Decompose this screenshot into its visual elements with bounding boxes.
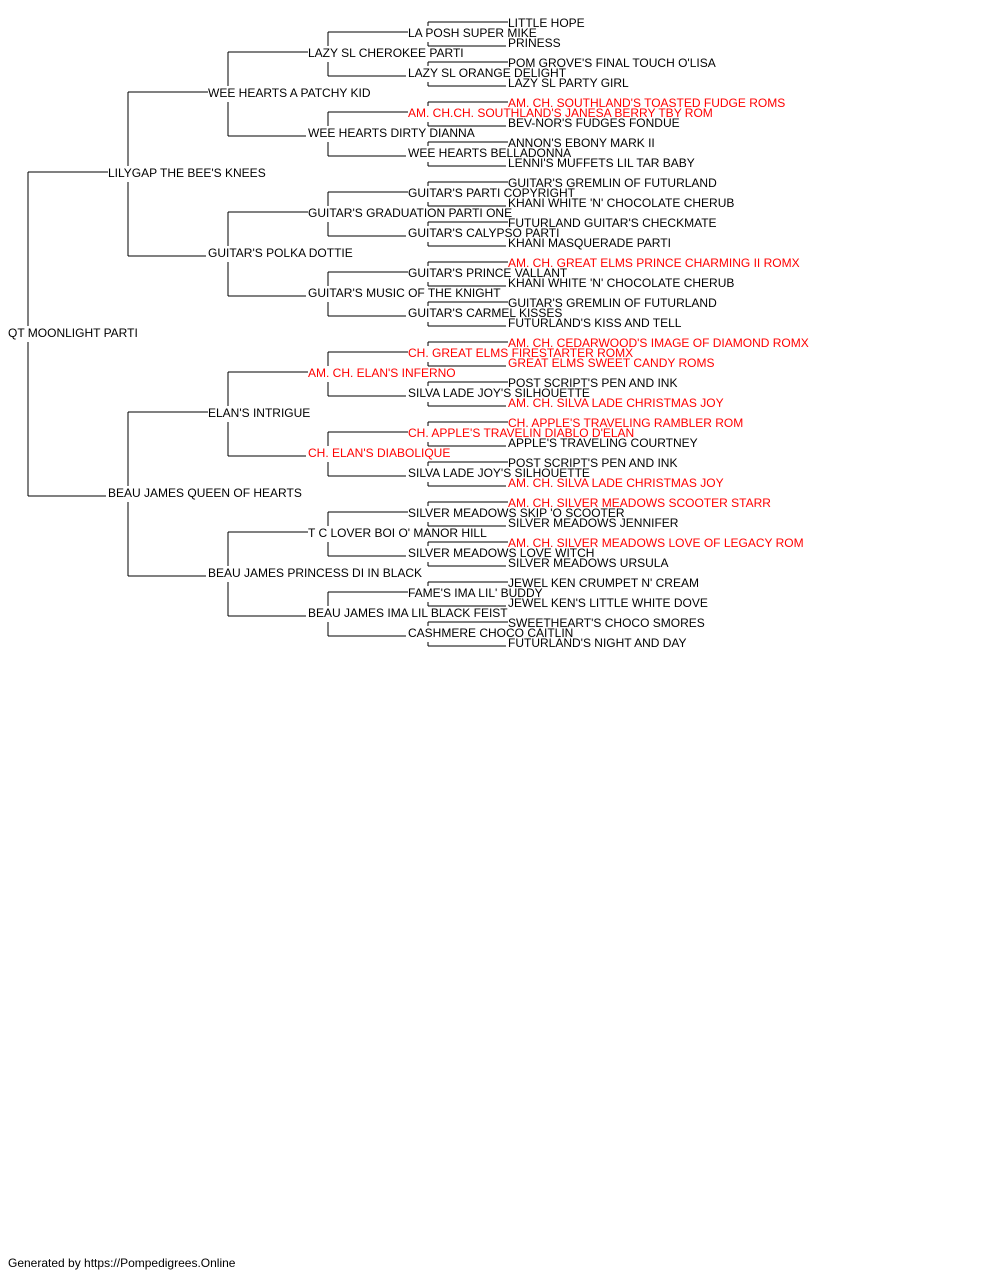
ancestor-name[interactable]: KHANI WHITE 'N' CHOCOLATE CHERUB (508, 196, 734, 210)
ancestor-name[interactable]: LILYGAP THE BEE'S KNEES (108, 166, 266, 180)
ancestor-name[interactable]: SWEETHEART'S CHOCO SMORES (508, 616, 705, 630)
ancestor-name[interactable]: GUITAR'S MUSIC OF THE KNIGHT (308, 286, 501, 300)
ancestor-name[interactable]: CASHMERE CHOCO CAITLIN (408, 626, 573, 640)
ancestor-name[interactable]: GUITAR'S CARMEL KISSES (408, 306, 562, 320)
ancestor-name[interactable]: BEAU JAMES IMA LIL BLACK FEIST (308, 606, 508, 620)
ancestor-name[interactable]: CH. ELAN'S DIABOLIQUE (308, 446, 450, 460)
ancestor-name[interactable]: LENNI'S MUFFETS LIL TAR BABY (508, 156, 695, 170)
ancestor-name[interactable]: POST SCRIPT'S PEN AND INK (508, 376, 677, 390)
ancestor-name[interactable]: AM. CH. ELAN'S INFERNO (308, 366, 456, 380)
ancestor-name[interactable]: GUITAR'S CALYPSO PARTI (408, 226, 559, 240)
ancestor-name[interactable]: AM. CH. SILVER MEADOWS LOVE OF LEGACY RO… (508, 536, 804, 550)
ancestor-name[interactable]: AM. CH.CH. SOUTHLAND'S JANESA BERRY TBY … (408, 106, 713, 120)
ancestor-name[interactable]: KHANI WHITE 'N' CHOCOLATE CHERUB (508, 276, 734, 290)
ancestor-name[interactable]: AM. CH. SILVER MEADOWS SCOOTER STARR (508, 496, 771, 510)
ancestor-name[interactable]: AM. CH. SOUTHLAND'S TOASTED FUDGE ROMS (508, 96, 785, 110)
ancestor-name[interactable]: ELAN'S INTRIGUE (208, 406, 310, 420)
subject-name[interactable]: QT MOONLIGHT PARTI (8, 326, 138, 340)
ancestor-name[interactable]: FUTURLAND'S KISS AND TELL (508, 316, 682, 330)
ancestor-name[interactable]: FUTURLAND'S NIGHT AND DAY (508, 636, 687, 650)
ancestor-name[interactable]: JEWEL KEN'S LITTLE WHITE DOVE (508, 596, 708, 610)
ancestor-name[interactable]: APPLE'S TRAVELING COURTNEY (508, 436, 698, 450)
ancestor-name[interactable]: GUITAR'S GRADUATION PARTI ONE (308, 206, 512, 220)
ancestor-name[interactable]: GREAT ELMS SWEET CANDY ROMS (508, 356, 714, 370)
ancestor-name[interactable]: WEE HEARTS DIRTY DIANNA (308, 126, 475, 140)
ancestor-name[interactable]: GUITAR'S GREMLIN OF FUTURLAND (508, 176, 717, 190)
ancestor-name[interactable]: GUITAR'S POLKA DOTTIE (208, 246, 353, 260)
ancestor-name[interactable]: JEWEL KEN CRUMPET N' CREAM (508, 576, 699, 590)
ancestor-name[interactable]: BEV-NOR'S FUDGES FONDUE (508, 116, 680, 130)
ancestor-name[interactable]: LITTLE HOPE (508, 16, 585, 30)
ancestor-name[interactable]: PRINESS (508, 36, 561, 50)
ancestor-name[interactable]: FAME'S IMA LIL' BUDDY (408, 586, 543, 600)
ancestor-name[interactable]: ANNON'S EBONY MARK II (508, 136, 655, 150)
ancestor-name[interactable]: WEE HEARTS A PATCHY KID (208, 86, 371, 100)
ancestor-name[interactable]: SILVER MEADOWS JENNIFER (508, 516, 679, 530)
ancestor-name[interactable]: LAZY SL ORANGE DELIGHT (408, 66, 567, 80)
ancestor-name[interactable]: POST SCRIPT'S PEN AND INK (508, 456, 677, 470)
ancestor-name[interactable]: BEAU JAMES QUEEN OF HEARTS (108, 486, 302, 500)
ancestor-name[interactable]: GUITAR'S GREMLIN OF FUTURLAND (508, 296, 717, 310)
ancestor-name[interactable]: SILVER MEADOWS SKIP 'O SCOOTER (408, 506, 625, 520)
ancestor-name[interactable]: WEE HEARTS BELLADONNA (408, 146, 571, 160)
ancestor-name[interactable]: SILVA LADE JOY'S SILHOUETTE (408, 386, 590, 400)
ancestor-name[interactable]: SILVER MEADOWS LOVE WITCH (408, 546, 594, 560)
ancestor-name[interactable]: CH. APPLE'S TRAVELIN DIABLO D'ELAN (408, 426, 634, 440)
ancestor-name[interactable]: POM GROVE'S FINAL TOUCH O'LISA (508, 56, 716, 70)
ancestor-name[interactable]: AM. CH. CEDARWOOD'S IMAGE OF DIAMOND ROM… (508, 336, 809, 350)
ancestor-name[interactable]: AM. CH. SILVA LADE CHRISTMAS JOY (508, 476, 724, 490)
ancestor-name[interactable]: T C LOVER BOI O' MANOR HILL (308, 526, 487, 540)
ancestor-name[interactable]: BEAU JAMES PRINCESS DI IN BLACK (208, 566, 422, 580)
ancestor-name[interactable]: CH. GREAT ELMS FIRESTARTER ROMX (408, 346, 633, 360)
ancestor-name[interactable]: AM. CH. SILVA LADE CHRISTMAS JOY (508, 396, 724, 410)
ancestor-name[interactable]: LA POSH SUPER MIKE (408, 26, 537, 40)
ancestor-name[interactable]: FUTURLAND GUITAR'S CHECKMATE (508, 216, 717, 230)
ancestor-name[interactable]: CH. APPLE'S TRAVELING RAMBLER ROM (508, 416, 743, 430)
ancestor-name[interactable]: SILVA LADE JOY'S SILHOUETTE (408, 466, 590, 480)
ancestor-name[interactable]: KHANI MASQUERADE PARTI (508, 236, 671, 250)
ancestor-name[interactable]: SILVER MEADOWS URSULA (508, 556, 668, 570)
ancestor-name[interactable]: AM. CH. GREAT ELMS PRINCE CHARMING II RO… (508, 256, 800, 270)
ancestor-name[interactable]: LAZY SL CHEROKEE PARTI (308, 46, 464, 60)
ancestor-name[interactable]: GUITAR'S PARTI COPYRIGHT (408, 186, 576, 200)
ancestor-name[interactable]: LAZY SL PARTY GIRL (508, 76, 629, 90)
footer-credit[interactable]: Generated by https://Pompedigrees.Online (8, 1256, 236, 1270)
ancestor-name[interactable]: GUITAR'S PRINCE VALLANT (408, 266, 568, 280)
